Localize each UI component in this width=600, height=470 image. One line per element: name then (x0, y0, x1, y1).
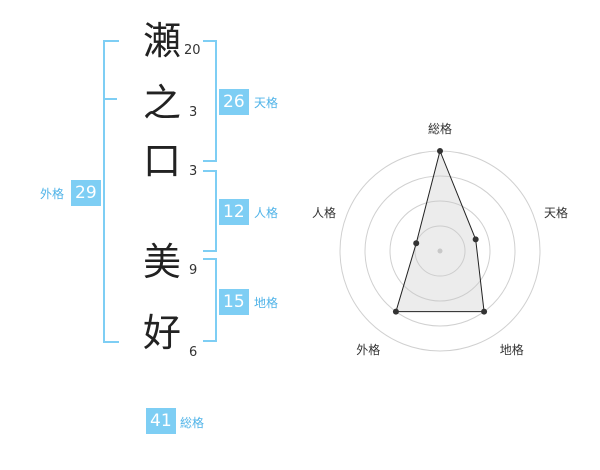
tenkaku-label: 天格 (254, 96, 279, 110)
radar-axis-label-1: 総格 (427, 122, 452, 136)
radar-series-polygon (395, 149, 485, 313)
chikaku-label: 地格 (254, 296, 279, 310)
gaikaku-bracket-inner-tick (105, 98, 117, 100)
chikaku-value-badge: 15 (219, 289, 249, 315)
jinkaku-value-badge: 12 (219, 199, 249, 225)
jinkaku-label: 人格 (254, 206, 279, 220)
name-char-1: 瀬 (142, 19, 181, 63)
soukaku-value-badge: 41 (146, 408, 176, 434)
stroke-count-4: 9 (189, 263, 198, 278)
stroke-count-1: 20 (184, 43, 201, 58)
tenkaku-value-badge: 26 (219, 89, 249, 115)
gaikaku-value-badge: 29 (71, 180, 101, 206)
radar-ring (389, 200, 491, 302)
radar-ring (414, 225, 466, 277)
name-char-3: 口 (142, 139, 181, 183)
name-char-2: 之 (142, 81, 181, 125)
radar-axis-label-2: 天格 (544, 206, 569, 221)
stroke-count-3: 3 (189, 164, 198, 179)
gaikaku-label: 外格 (40, 187, 65, 201)
radar-ring (364, 175, 516, 327)
radar-point-1 (437, 148, 443, 154)
radar-point-2 (472, 236, 479, 243)
gaikaku-bracket (103, 40, 119, 343)
name-char-4: 美 (142, 240, 181, 284)
radar-center-dot (437, 248, 443, 254)
radar-point-4 (392, 308, 399, 315)
chikaku-bracket (203, 258, 217, 342)
radar-point-5 (413, 240, 420, 247)
radar-point-3 (481, 308, 488, 315)
radar-axis-label-4: 外格 (356, 342, 381, 357)
radar-axis-label-5: 人格 (311, 206, 336, 221)
stroke-count-2: 3 (189, 105, 198, 120)
radar-axis-label-3: 地格 (499, 342, 524, 357)
soukaku-label: 総格 (180, 416, 205, 430)
jinkaku-bracket (203, 170, 217, 252)
name-char-5: 好 (142, 311, 181, 355)
stroke-count-5: 6 (189, 345, 198, 360)
tenkaku-bracket (203, 40, 217, 162)
